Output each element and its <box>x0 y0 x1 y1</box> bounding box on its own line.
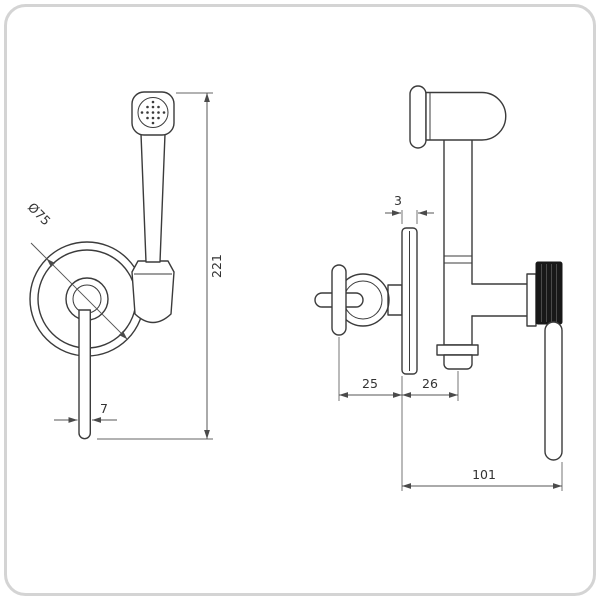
dimension-plate-to-body: 26 <box>402 371 459 401</box>
dimension-overall-depth: 101 <box>402 462 563 491</box>
dim-hose-width: 7 <box>100 401 108 416</box>
knurled-ring <box>535 261 563 325</box>
dimension-hose-width: 7 <box>54 401 117 423</box>
dim-plate-thickness: 3 <box>394 193 402 208</box>
handle-front <box>140 133 166 263</box>
shower-head-front <box>131 91 175 136</box>
shower-head-side <box>409 85 507 149</box>
dim-inwall-depth: 25 <box>362 376 378 391</box>
dimension-plate-thickness: 3 <box>385 193 434 224</box>
lever-handle <box>544 321 563 461</box>
outlet-spout <box>436 344 479 370</box>
spray-face <box>137 97 169 128</box>
cross-handle <box>314 264 364 336</box>
hose <box>78 309 91 440</box>
drawing-border <box>4 4 596 596</box>
wall-plate-side <box>401 227 418 375</box>
dim-overall-height: 221 <box>209 254 224 278</box>
side-view: 3 25 26 101 <box>314 85 563 491</box>
front-view: 221 7 Ø75 <box>25 91 224 440</box>
dimension-overall-height: 221 <box>97 92 224 440</box>
holder-cup <box>131 260 175 324</box>
spray-face-side <box>409 85 427 149</box>
dim-plate-to-body: 26 <box>422 376 438 391</box>
dim-overall-depth: 101 <box>472 467 496 482</box>
